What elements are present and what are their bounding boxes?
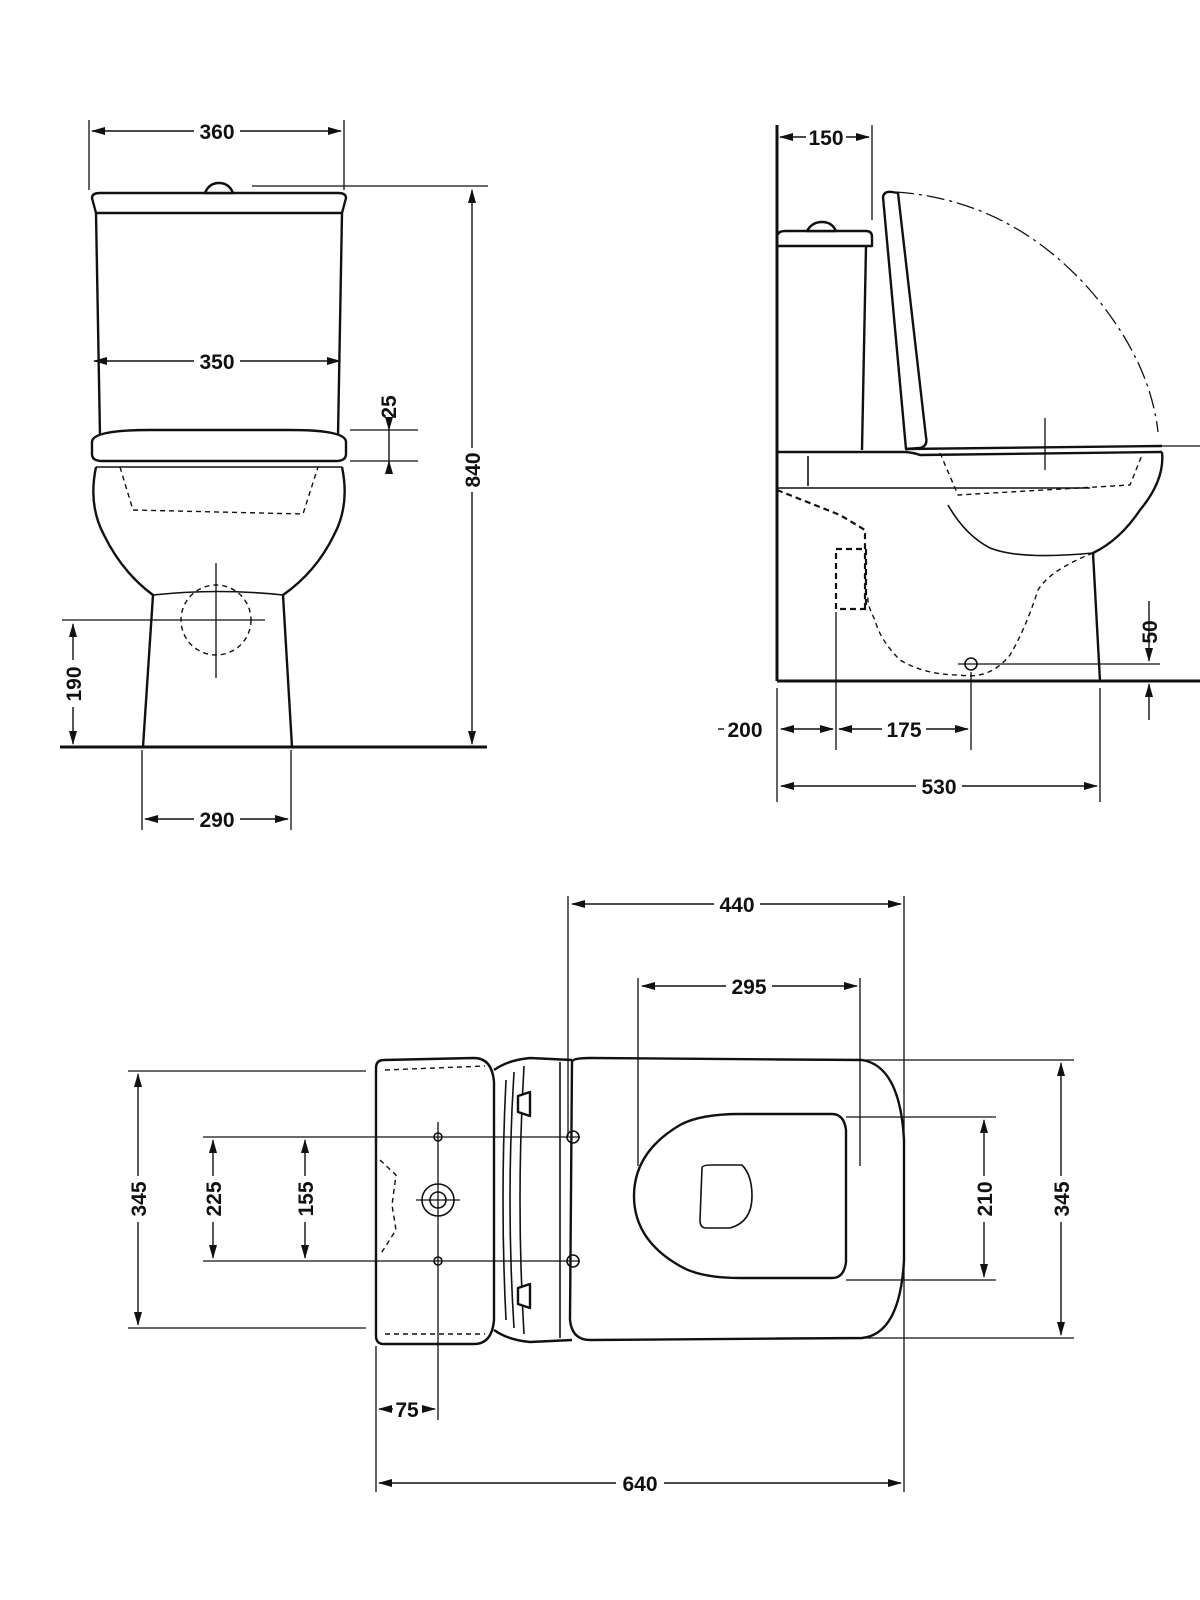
dim-75: 75 <box>395 1399 419 1422</box>
top-view: 440 295 345 225 155 210 345 75 640 <box>128 894 1074 1496</box>
dim-200: 200 <box>727 719 762 742</box>
dim-440: 440 <box>719 894 754 917</box>
cistern-side <box>776 229 874 451</box>
dim-360: 360 <box>199 121 234 144</box>
cistern-front <box>90 191 348 215</box>
trap-inner <box>947 504 1094 557</box>
bowl-water-area <box>699 1164 753 1229</box>
seat-opening <box>632 1112 848 1280</box>
dim-175: 175 <box>886 719 921 742</box>
flush-button-front <box>203 181 235 195</box>
trap-hidden <box>867 552 1094 677</box>
dim-295: 295 <box>731 976 766 999</box>
dim-290: 290 <box>199 809 234 832</box>
seat-front <box>90 428 348 463</box>
seat-top-line <box>777 450 1163 457</box>
hinge-bottom <box>516 1282 532 1310</box>
lid-raised <box>881 190 928 451</box>
side-view: 150 50 200 175 530 <box>718 125 1200 802</box>
dim-345-right: 345 <box>1051 1181 1074 1216</box>
bowl-rim-hidden <box>119 466 319 515</box>
cistern-body-front <box>94 212 344 437</box>
flush-button-side <box>805 220 838 233</box>
bowl-front <box>92 466 346 748</box>
outlet-socket-hidden <box>834 547 868 611</box>
hinge-lines <box>502 1062 561 1338</box>
dim-350: 350 <box>199 351 234 374</box>
dim-840: 840 <box>462 452 485 487</box>
dim-345-left: 345 <box>128 1181 151 1216</box>
bowl-hidden <box>939 452 1143 496</box>
dim-640: 640 <box>622 1473 657 1496</box>
bowl-neck-line <box>152 590 284 596</box>
dim-530: 530 <box>921 776 956 799</box>
cistern-hidden-top <box>384 1065 486 1071</box>
lid-swing-arc <box>895 191 1159 433</box>
dim-150: 150 <box>808 127 843 150</box>
dim-50: 50 <box>1139 620 1162 643</box>
bowl-side <box>1091 451 1164 682</box>
hinge-top <box>516 1090 532 1118</box>
dim-190: 190 <box>63 666 86 701</box>
hinge-area <box>493 1056 573 1344</box>
outlet-pipe-hidden <box>776 488 867 610</box>
dim-210: 210 <box>974 1181 997 1216</box>
dim-25: 25 <box>378 395 401 419</box>
dim-155: 155 <box>295 1181 318 1216</box>
seat-side <box>905 444 1163 451</box>
dim-225: 225 <box>203 1181 226 1216</box>
front-view: 360 350 25 840 190 290 <box>60 120 488 832</box>
cistern-top <box>374 1056 496 1346</box>
